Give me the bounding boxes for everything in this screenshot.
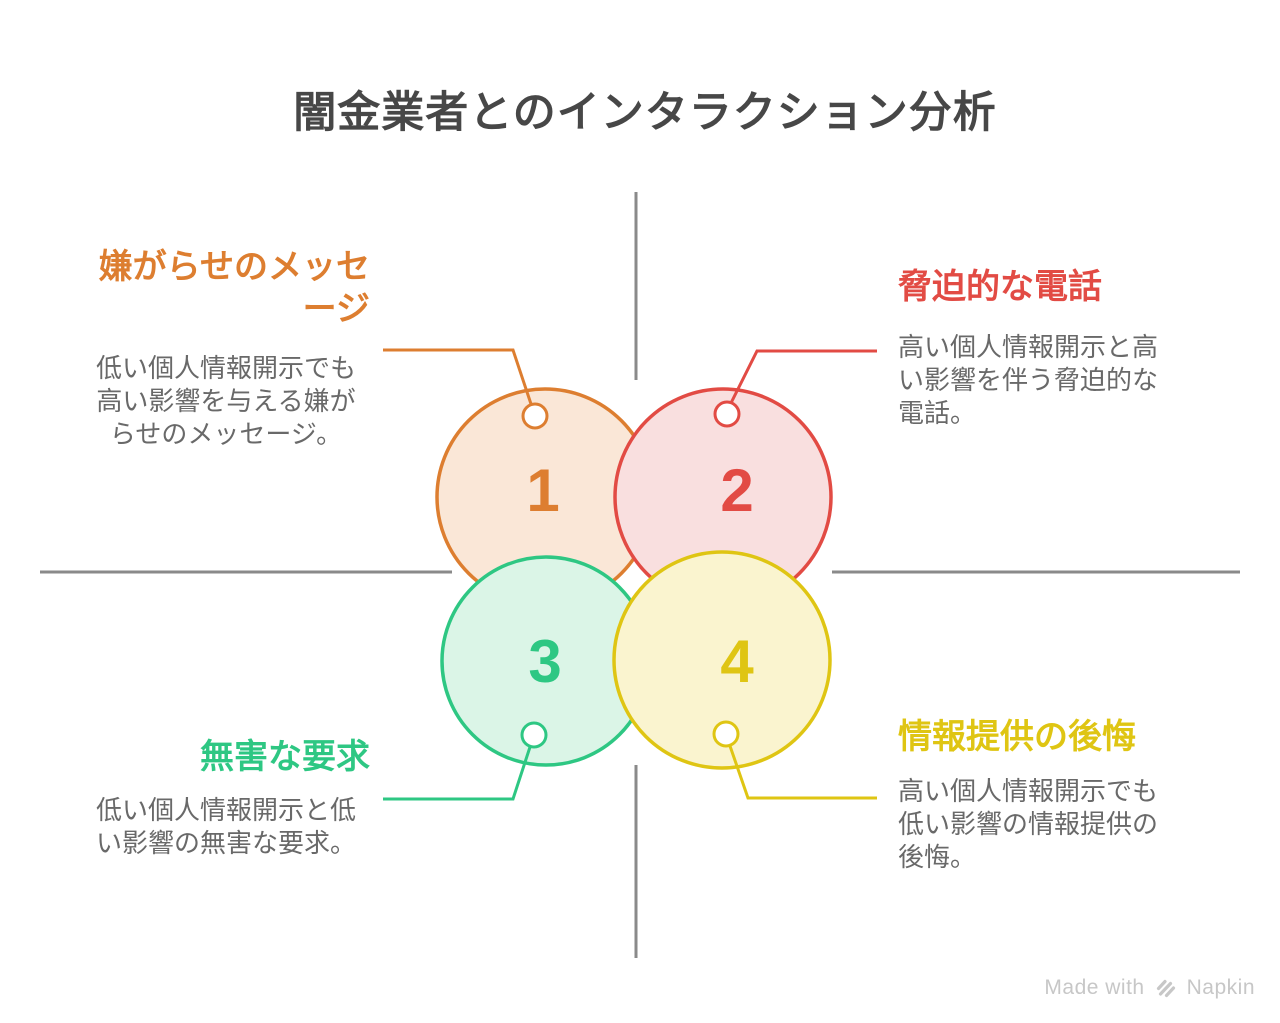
quadrant-3-description: 低い個人情報開示と低 い影響の無害な要求。 (95, 795, 356, 858)
connector-3 (383, 746, 532, 801)
circle-1-number: 1 (526, 457, 560, 524)
connector-anchor-3 (520, 721, 548, 749)
quadrant-2-label: 脅迫的な電話 (898, 268, 1102, 306)
watermark-brand: Napkin (1186, 976, 1255, 999)
quadrant-3-label: 無害な要求 (200, 738, 370, 776)
circle-4 (612, 550, 832, 770)
circle-2-number: 2 (720, 457, 754, 524)
watermark-prefix: Made with (1044, 976, 1145, 999)
diagram-title: 闇金業者とのインタラクション分析 (293, 89, 997, 137)
quadrant-1-label: 嫌がらせのメッセ ージ (98, 248, 370, 328)
circle-4-number: 4 (720, 628, 754, 695)
quadrant-1-description: 低い個人情報開示でも 高い影響を与える嫌が らせのメッセージ。 (95, 353, 356, 449)
connector-anchor-4 (712, 720, 740, 748)
connector-1 (383, 348, 533, 405)
connector-anchor-2 (713, 400, 741, 428)
connector-4 (728, 745, 877, 800)
watermark: Made with Napkin (1044, 976, 1255, 1000)
napkin-logo-icon (1156, 979, 1175, 998)
quadrant-4-description: 高い個人情報開示でも 低い影響の情報提供の 後悔。 (898, 776, 1159, 872)
connector-anchor-1 (521, 402, 549, 430)
quadrant-4-label: 情報提供の後悔 (898, 718, 1136, 756)
quadrant-2-description: 高い個人情報開示と高 い影響を伴う脅迫的な 電話。 (898, 332, 1159, 428)
connector-2 (729, 349, 877, 404)
circle-3-number: 3 (528, 628, 562, 695)
